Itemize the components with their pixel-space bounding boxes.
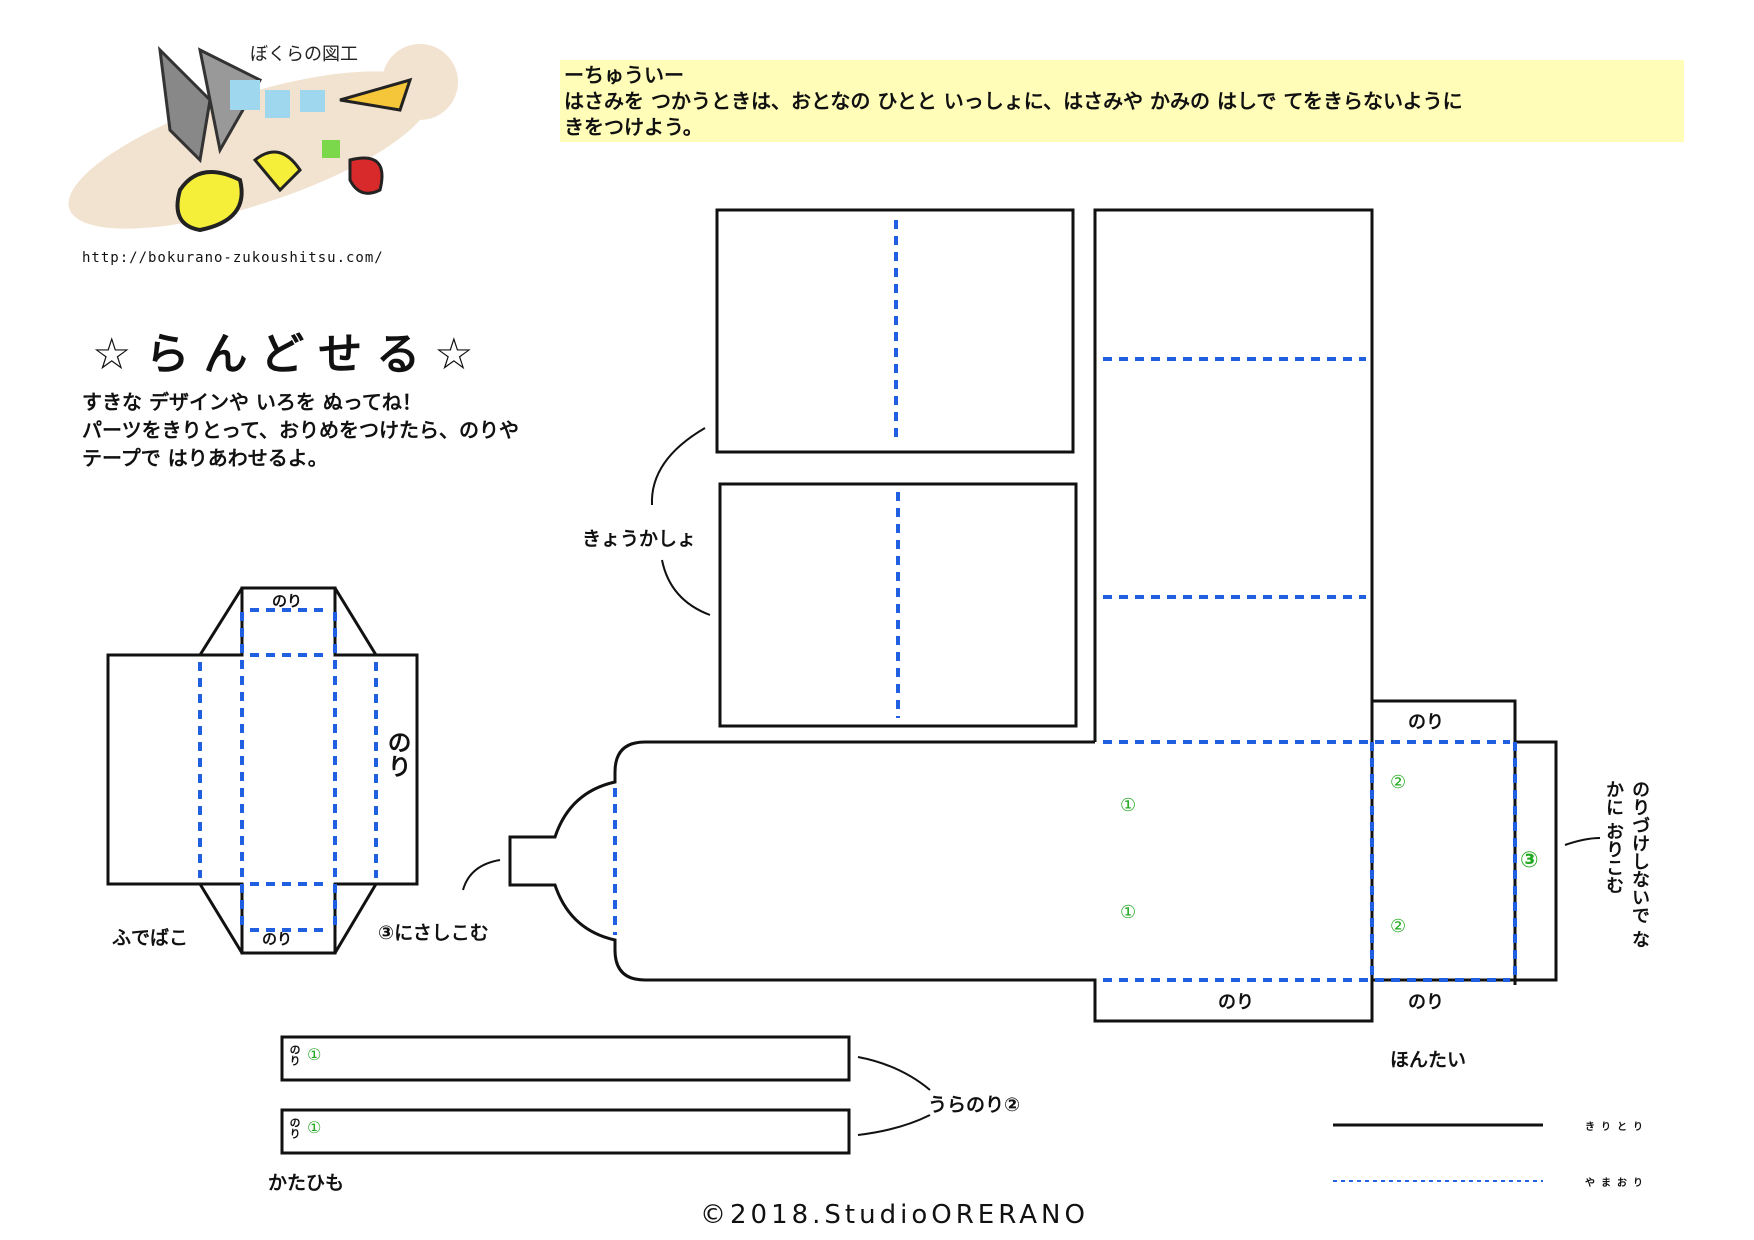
body-marker-2b: ② bbox=[1390, 916, 1407, 937]
textbook-1-outline bbox=[715, 208, 1075, 454]
caution-line-1: はさみを つかうときは、おとなの ひとと いっしょに、はさみや かみの はしで … bbox=[564, 89, 1463, 113]
body-top-nori: のり bbox=[1408, 712, 1444, 733]
case-bottom-nori: のり bbox=[262, 930, 293, 948]
body-side-tab bbox=[1515, 740, 1558, 982]
caution-heading: ーちゅういー bbox=[564, 63, 684, 87]
pencil-case-outline bbox=[106, 586, 419, 955]
legend-fold-label: やまおり bbox=[1585, 1178, 1649, 1189]
textbook-callout-1 bbox=[650, 427, 706, 506]
strap-2-marker: ① bbox=[307, 1118, 322, 1137]
flap-outline bbox=[1093, 208, 1374, 742]
foldin-callout bbox=[1564, 837, 1601, 846]
insert-label: ③にさしこむ bbox=[378, 922, 489, 944]
caution-line-2: きをつけよう。 bbox=[564, 115, 703, 139]
strap-1-marker: ① bbox=[307, 1045, 322, 1064]
strap-callout-2 bbox=[857, 1114, 931, 1136]
body-marker-2a: ② bbox=[1390, 772, 1407, 793]
body-marker-1b: ① bbox=[1120, 902, 1137, 923]
legend-cut-label: きりとり bbox=[1585, 1122, 1649, 1133]
logo-url: http://bokurano-zukoushitsu.com/ bbox=[82, 250, 384, 266]
instruction-line-3: テープで はりあわせるよ。 bbox=[82, 446, 328, 470]
body-marker-1a: ① bbox=[1120, 795, 1137, 816]
logo-brand-text: ぼくらの図工 bbox=[250, 44, 358, 65]
textbook-label: きょうかしょ bbox=[582, 528, 697, 550]
instruction-line-2: パーツをきりとって、おりめをつけたら、のりや bbox=[82, 418, 519, 442]
strap-1-nori: のり bbox=[288, 1044, 301, 1066]
logo-artwork: ぼくらの図工 bbox=[68, 44, 458, 233]
strap-callout-1 bbox=[857, 1056, 931, 1091]
instruction-line-1: すきな デザインや いろを ぬってね！ bbox=[82, 390, 422, 414]
copyright: ©2018.StudioORERANO bbox=[700, 1200, 1089, 1230]
fold-in-note: のりづけしないで なかに おりこむ bbox=[1603, 780, 1650, 949]
body-outline bbox=[508, 699, 1517, 1023]
strap-2-outline bbox=[280, 1108, 851, 1155]
insert-callout bbox=[462, 859, 501, 891]
strap-2-nori: のり bbox=[288, 1117, 301, 1139]
caution-box: ーちゅういー はさみを つかうときは、おとなの ひとと いっしょに、はさみや か… bbox=[560, 60, 1684, 142]
textbook-callout-2 bbox=[661, 559, 711, 616]
pencil-case-label: ふでばこ bbox=[112, 927, 189, 949]
body-bottom-right-nori: のり bbox=[1408, 992, 1444, 1013]
body-label: ほんたい bbox=[1390, 1049, 1467, 1071]
straps-label: かたひも bbox=[268, 1172, 345, 1194]
case-side-nori: のり bbox=[383, 730, 411, 778]
logo: ぼくらの図工 bbox=[50, 40, 470, 240]
textbook-2-outline bbox=[718, 482, 1078, 728]
page-title: ☆らんどせる☆ bbox=[92, 329, 488, 380]
body-bottom-nori: のり bbox=[1218, 992, 1254, 1013]
back-glue-label: うらのり② bbox=[928, 1094, 1021, 1116]
case-top-nori: のり bbox=[272, 592, 303, 610]
body-marker-3: ③ bbox=[1520, 848, 1539, 873]
strap-1-outline bbox=[280, 1035, 851, 1082]
